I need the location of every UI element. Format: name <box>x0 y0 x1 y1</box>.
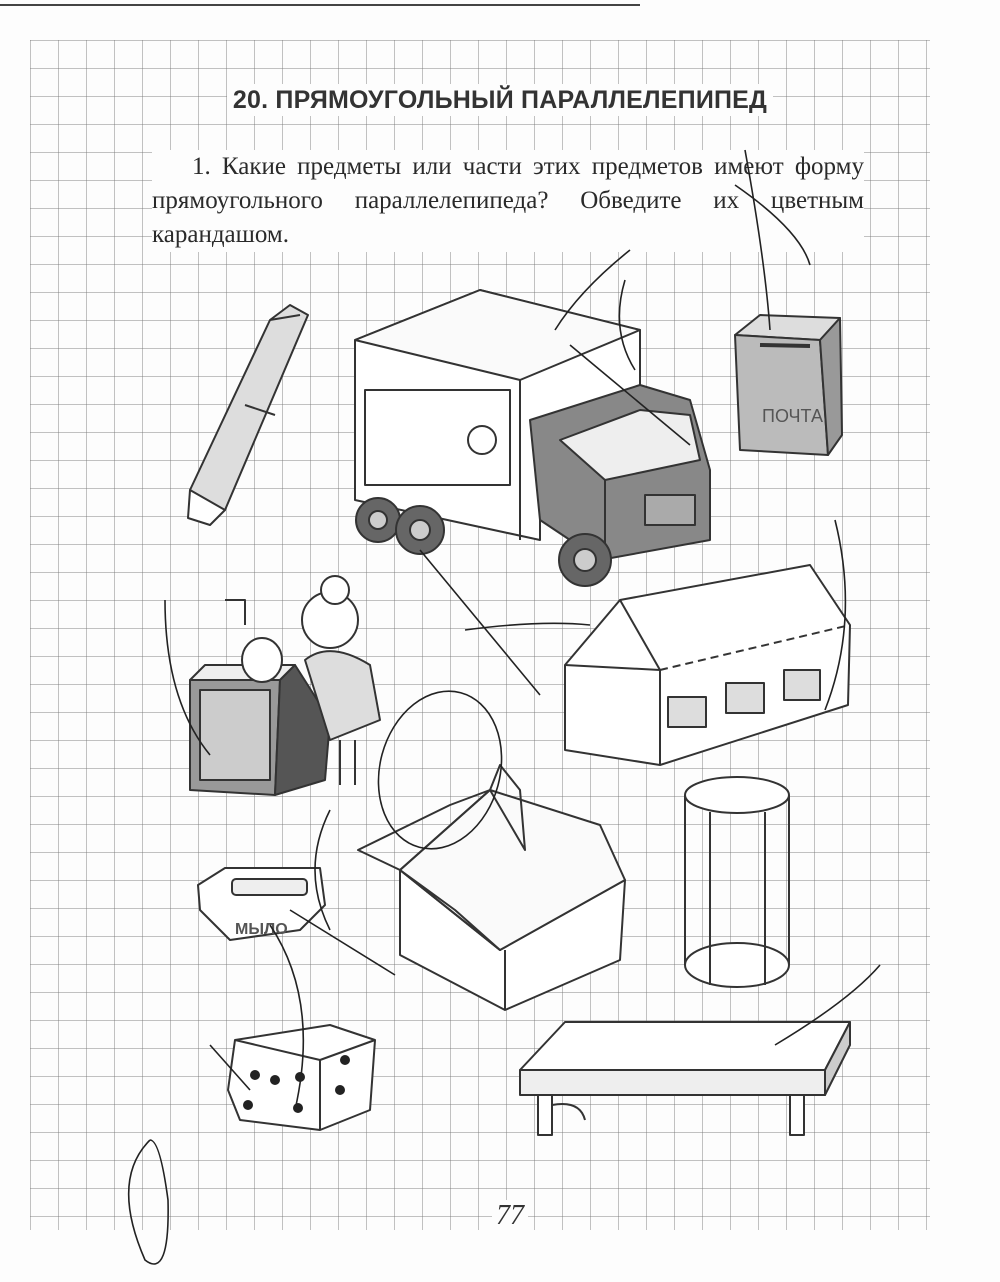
mailbox-label: ПОЧТА <box>762 406 823 426</box>
section-title-text: 20. ПРЯМОУГОЛЬНЫЙ ПАРАЛЛЕЛЕПИПЕД <box>226 84 774 116</box>
page-number: 77 <box>492 1200 528 1232</box>
truck-drawing <box>354 289 711 587</box>
section-title: 20. ПРЯМОУГОЛЬНЫЙ ПАРАЛЛЕЛЕПИПЕД <box>0 84 1000 116</box>
bench-drawing <box>519 1021 851 1136</box>
mailbox-drawing: ПОЧТА <box>734 314 843 456</box>
open-box-drawing <box>357 764 626 1011</box>
pencil-drawing <box>187 304 309 526</box>
octagonal-prism-drawing <box>684 776 790 988</box>
top-border-line <box>0 4 640 6</box>
pencil-marks <box>127 149 881 1265</box>
girl-with-cabinet-drawing <box>189 575 381 796</box>
house-drawing <box>564 564 851 766</box>
soap-drawing: МЫЛО <box>197 867 326 941</box>
soap-label: МЫЛО <box>235 921 288 938</box>
